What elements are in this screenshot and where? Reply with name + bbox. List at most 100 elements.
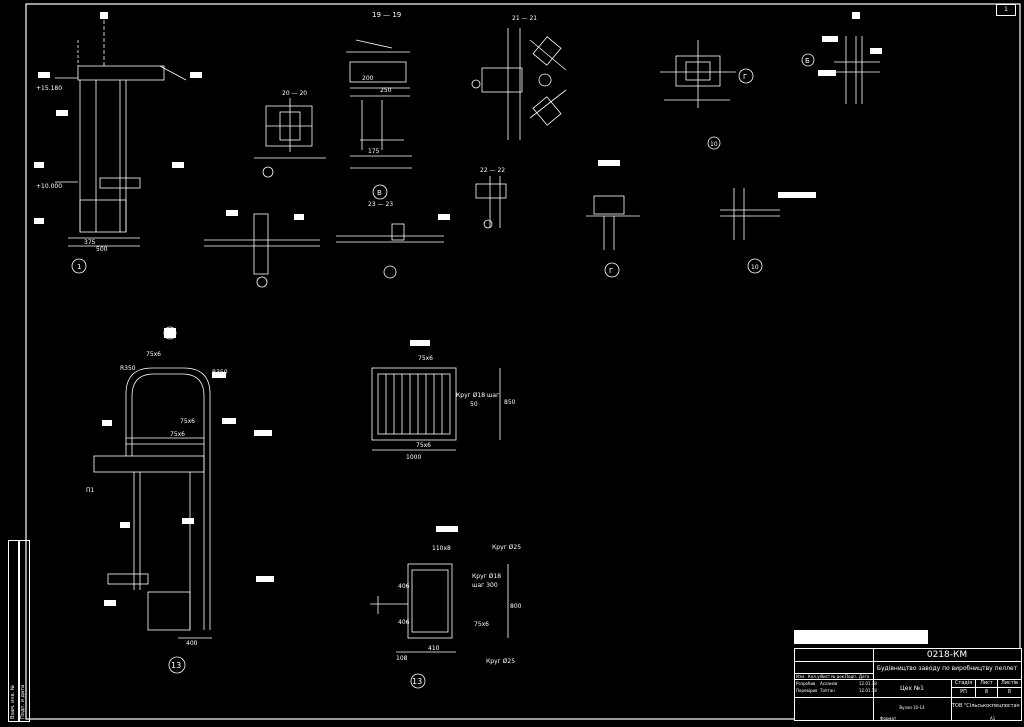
tag — [38, 72, 50, 78]
tag — [226, 210, 238, 216]
sheets-value: 8 — [1007, 689, 1012, 695]
format-value: А1 — [990, 716, 996, 721]
checked-label: Перевірив — [796, 688, 818, 693]
node-g-upper-drawing — [660, 40, 754, 150]
tag — [870, 48, 882, 54]
node-g-mark: Г — [743, 73, 747, 81]
section-19-title: 19 — 19 — [372, 11, 401, 19]
grating-round-step: 50 — [470, 401, 478, 408]
sheet-caption: Вузли 10-14 — [899, 705, 925, 710]
tag — [100, 12, 108, 19]
dim-400: 400 — [186, 640, 198, 647]
tag — [164, 328, 176, 338]
tag — [294, 214, 304, 220]
sheet-border — [25, 3, 1021, 720]
node-b2-mark: Б — [805, 57, 810, 65]
tag — [254, 430, 272, 436]
tag — [190, 72, 202, 78]
dim-800: 800 — [510, 603, 522, 610]
node-g-lower-mark: Г — [609, 267, 613, 275]
object-name: Цех №1 — [900, 685, 924, 692]
grating-round-bar: Круг Ø18 шаг — [456, 392, 499, 399]
section-19-drawing — [346, 39, 412, 200]
node-13-left-drawing — [93, 326, 212, 674]
label-round-25-b: Круг Ø25 — [486, 658, 515, 665]
mid-row-details — [204, 176, 780, 288]
project-title: Будівництво заводу по виробництву пеллет — [876, 665, 1018, 672]
tag — [438, 214, 450, 220]
dim-250: 250 — [380, 87, 392, 94]
tag — [104, 600, 116, 606]
stage-value: РП — [960, 689, 967, 695]
label-75x6-section: 75x6 — [474, 621, 489, 628]
developer-name: Асланов — [820, 681, 838, 686]
tag — [222, 418, 236, 424]
label-round-18-step: шаг 300 — [472, 582, 498, 589]
tag — [34, 162, 44, 168]
label-75x6-mid: 75x6 — [180, 418, 195, 425]
sheet-header: Лист — [980, 680, 993, 686]
section-23-title: 23 — 23 — [368, 201, 393, 208]
node-10-lower-mark: 10 — [751, 264, 759, 271]
node-13-right-mark: 13 — [412, 677, 422, 686]
elevation-b: +10.000 — [36, 183, 62, 190]
tag — [34, 218, 44, 224]
col-izm: Изм. — [796, 674, 806, 679]
drawing-code: 0218-КМ — [926, 650, 968, 660]
grating-plan-drawing — [371, 367, 501, 451]
dim-406-b: 406 — [398, 619, 410, 626]
node-b-mark: В — [377, 189, 382, 197]
tag — [256, 576, 274, 582]
node-1-drawing — [55, 14, 187, 274]
tag — [182, 518, 194, 524]
page-number: 1 — [996, 4, 1016, 16]
tag — [410, 340, 430, 346]
node-1-mark: 1 — [77, 263, 81, 271]
label-p1: П1 — [86, 487, 95, 494]
label-75x6-top: 75x6 — [146, 351, 161, 358]
label-round-25-a: Круг Ø25 — [492, 544, 521, 551]
checker-name: Топтан — [820, 688, 835, 693]
dim-410: 410 — [428, 645, 440, 652]
col-kol: Кол.уч — [808, 674, 822, 679]
format-label: Формат — [880, 716, 897, 721]
title-block: 0218-КМ Будівництво заводу по виробництв… — [794, 648, 1022, 721]
tag — [818, 70, 836, 76]
stamp-field-2: Подп. и дата — [20, 684, 26, 719]
node-b-drawing — [801, 36, 880, 104]
dim-375: 375 — [84, 239, 96, 246]
col-doc: № док. — [831, 674, 846, 679]
tag — [172, 162, 184, 168]
node-10-mark: 10 — [710, 141, 718, 148]
section-21-title: 21 — 21 — [512, 15, 537, 22]
tag — [822, 36, 838, 42]
title-white-bar — [794, 630, 928, 644]
node-13-right-drawing — [370, 563, 509, 689]
dim-500: 500 — [96, 246, 108, 253]
label-110x8: 110x8 — [432, 545, 451, 552]
tag — [120, 522, 130, 528]
node-13-left-mark: 13 — [171, 661, 181, 670]
section-20-title: 20 — 20 — [282, 90, 307, 97]
company-name: ТОВ "Сільськоспецпостач 27" — [952, 703, 1021, 709]
tag — [778, 192, 816, 198]
tag — [56, 110, 68, 116]
grating-75x6-bottom: 75x6 — [416, 442, 431, 449]
label-75x6-low: 75x6 — [170, 431, 185, 438]
col-date: Дата — [859, 674, 870, 679]
section-22-title: 22 — 22 — [480, 167, 505, 174]
sheets-header: Листів — [1000, 680, 1018, 686]
label-round-18: Круг Ø18 — [472, 573, 501, 580]
elevation-a: +15.180 — [36, 85, 62, 92]
tag — [852, 12, 860, 19]
grating-75x6-top: 75x6 — [418, 355, 433, 362]
date-checked: 12.01.18 — [859, 688, 877, 693]
tag — [212, 372, 226, 378]
tag — [102, 420, 112, 426]
grating-dim-850: 850 — [504, 399, 516, 406]
stage-header: Стадія — [954, 680, 973, 686]
radius-a: R350 — [120, 365, 136, 372]
dim-200: 200 — [362, 75, 374, 82]
